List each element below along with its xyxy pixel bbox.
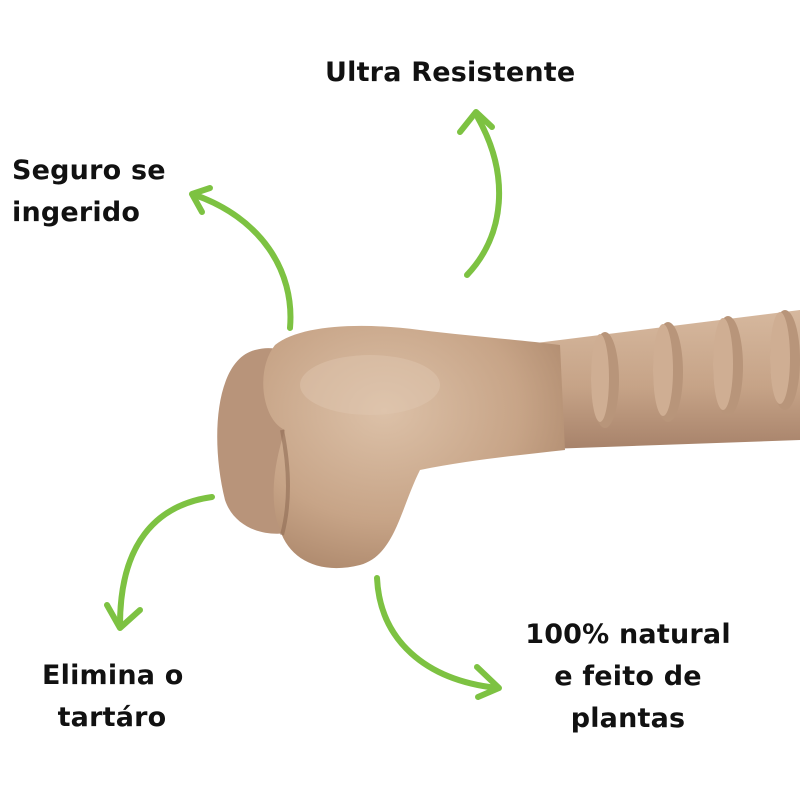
feature-label-line: Ultra Resistente — [325, 57, 576, 88]
curved-arrow-icon — [189, 185, 294, 331]
feature-label-line: tartáro — [57, 702, 167, 733]
feature-label-line: ingerido — [12, 197, 141, 228]
feature-ultra-resistente: Ultra Resistente — [325, 52, 575, 94]
feature-seguro-se-ingerido: Seguro se ingerido — [12, 150, 166, 234]
curved-arrow-icon — [457, 109, 503, 278]
curved-arrow-icon — [374, 575, 502, 700]
feature-label-line: e feito de — [554, 661, 702, 692]
feature-elimina-o-tartaro: Elimina o tartáro — [42, 655, 184, 739]
bone-toy-icon — [217, 310, 800, 569]
curved-arrow-icon — [104, 494, 215, 631]
feature-100-natural: 100% natural e feito de plantas — [522, 614, 734, 740]
feature-label-line: 100% natural — [525, 619, 731, 650]
feature-label-line: Seguro se — [12, 155, 166, 186]
feature-label-line: Elimina o — [42, 660, 184, 691]
feature-label-line: plantas — [570, 703, 686, 734]
